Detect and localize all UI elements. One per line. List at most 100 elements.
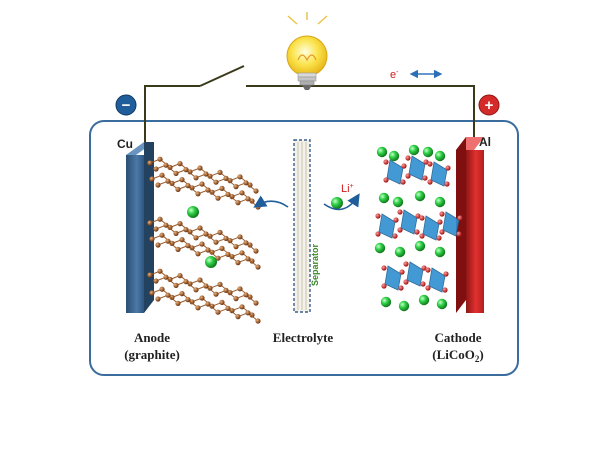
anode-label: Anode <box>134 330 170 345</box>
carbon-atom <box>149 176 155 182</box>
carbon-atom <box>219 245 225 251</box>
cu-label: Cu <box>117 137 133 151</box>
carbon-atom <box>243 240 249 246</box>
carbon-atom <box>255 318 261 324</box>
graphite-layers <box>147 156 261 324</box>
oxygen-atom <box>425 267 431 273</box>
oxygen-atom <box>420 281 426 287</box>
carbon-atom <box>155 182 161 188</box>
carbon-atom <box>217 281 223 287</box>
carbon-atom <box>155 296 161 302</box>
carbon-atom <box>187 229 193 235</box>
carbon-atom <box>215 309 221 315</box>
lithium-ion <box>422 146 434 158</box>
ion-flow-arrow-right <box>323 193 360 211</box>
coo6-octahedron <box>400 209 418 235</box>
carbon-atom <box>235 314 241 320</box>
oxygen-atom <box>399 269 405 275</box>
carbon-atom <box>195 191 201 197</box>
lithium-ion <box>414 240 426 252</box>
cell-container <box>89 120 519 376</box>
carbon-atom <box>185 243 191 249</box>
carbon-atom <box>187 281 193 287</box>
coo6-octahedron <box>386 159 404 185</box>
carbon-atom <box>245 256 251 262</box>
oxygen-atom <box>422 175 428 181</box>
oxygen-atom <box>421 265 427 271</box>
lithium-ion <box>187 206 199 218</box>
oxygen-atom <box>381 265 387 271</box>
carbon-atom <box>179 291 185 297</box>
carbon-atom <box>177 221 183 227</box>
carbon-atom <box>197 225 203 231</box>
carbon-atom <box>189 299 195 305</box>
anode-electrode <box>126 142 154 313</box>
carbon-atom <box>213 291 219 297</box>
lithium-ion <box>392 196 404 208</box>
oxygen-atom <box>444 181 450 187</box>
minus-circle-icon: − <box>115 94 137 116</box>
al-label: Al <box>479 135 491 149</box>
carbon-atom <box>225 191 231 197</box>
carbon-atom <box>219 299 225 305</box>
carbon-atom <box>165 178 171 184</box>
carbon-atom <box>253 188 259 194</box>
carbon-atom <box>237 174 243 180</box>
plus-circle-icon: + <box>478 94 500 116</box>
oxygen-atom <box>397 227 403 233</box>
carbon-atom <box>183 167 189 173</box>
oxygen-atom <box>456 231 462 237</box>
carbon-atom <box>249 312 255 318</box>
carbon-atom <box>165 292 171 298</box>
carbon-atom <box>215 255 221 261</box>
carbon-atom <box>197 277 203 283</box>
carbon-atom <box>149 290 155 296</box>
oxygen-atom <box>381 283 387 289</box>
carbon-atom <box>147 220 153 226</box>
carbon-atom <box>193 287 199 293</box>
carbon-atom <box>179 177 185 183</box>
oxygen-atom <box>419 215 425 221</box>
carbon-atom <box>195 305 201 311</box>
carbon-atom <box>187 169 193 175</box>
oxygen-atom <box>414 229 420 235</box>
carbon-atom <box>203 171 209 177</box>
carbon-atom <box>243 180 249 186</box>
carbon-atom <box>169 240 175 246</box>
carbon-atom <box>163 162 169 168</box>
carbon-atom <box>179 237 185 243</box>
carbon-atom <box>229 194 235 200</box>
carbon-atom <box>253 248 259 254</box>
oxygen-atom <box>457 215 463 221</box>
lithium-ion <box>434 196 446 208</box>
carbon-atom <box>245 196 251 202</box>
carbon-atom <box>159 172 165 178</box>
carbon-atom <box>209 249 215 255</box>
carbon-atom <box>217 229 223 235</box>
lithium-ion <box>434 246 446 258</box>
coo6-octahedron <box>384 265 402 291</box>
carbon-atom <box>147 272 153 278</box>
oxygen-atom <box>436 235 442 241</box>
carbon-atom <box>163 222 169 228</box>
coo6-octahedron <box>406 261 424 287</box>
carbon-atom <box>167 276 173 282</box>
carbon-atom <box>189 185 195 191</box>
carbon-atom <box>205 247 211 253</box>
carbon-atom <box>223 287 229 293</box>
carbon-atom <box>159 286 165 292</box>
carbon-atom <box>205 301 211 307</box>
carbon-atom <box>189 245 195 251</box>
svg-text:e-: e- <box>390 69 399 81</box>
wire-right <box>246 85 475 142</box>
coo6-octahedron <box>378 213 396 239</box>
carbon-atom <box>163 274 169 280</box>
carbon-atom <box>165 238 171 244</box>
carbon-atom <box>227 290 233 296</box>
carbon-atom <box>215 195 221 201</box>
carbon-atom <box>193 235 199 241</box>
carbon-atom <box>205 187 211 193</box>
carbon-atom <box>247 242 253 248</box>
carbon-atom <box>247 182 253 188</box>
